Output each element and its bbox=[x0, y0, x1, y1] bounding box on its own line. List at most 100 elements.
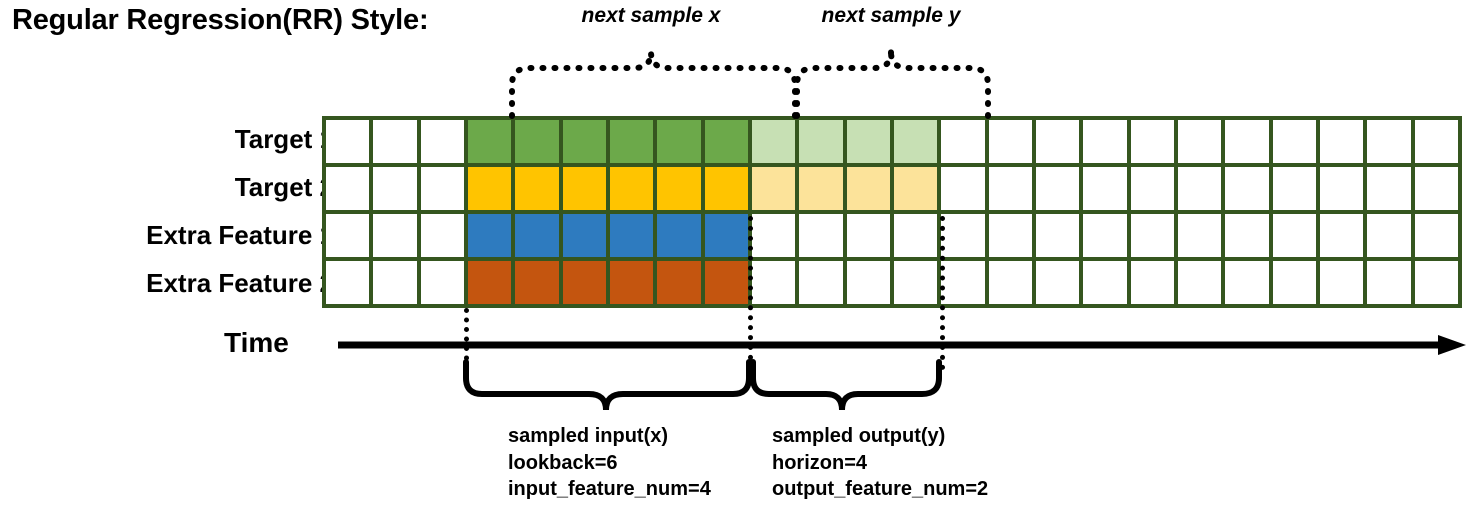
grid-cell-r4-c19 bbox=[1177, 261, 1222, 304]
grid-cell-r1-c23 bbox=[1367, 120, 1411, 163]
grid-cell-r4-c2 bbox=[373, 261, 417, 304]
grid-cell-r3-c7 bbox=[609, 214, 654, 257]
grid-cell-r4-c13 bbox=[893, 261, 938, 304]
grid-cell-r2-c18 bbox=[1130, 167, 1174, 210]
row-label-extra-feature-1: Extra Feature 1 bbox=[146, 220, 334, 250]
grid-cell-r1-c15 bbox=[988, 120, 1032, 163]
grid-cell-r2-c19 bbox=[1177, 167, 1222, 210]
grid-cell-r3-c18 bbox=[1130, 214, 1174, 257]
grid-cell-r2-c20 bbox=[1225, 167, 1269, 210]
grid-cell-r2-c2 bbox=[373, 167, 417, 210]
grid-cell-r4-c7 bbox=[609, 261, 654, 304]
grid-cell-r4-c6 bbox=[562, 261, 606, 304]
grid-cell-r4-c5 bbox=[515, 261, 559, 304]
grid-cell-r1-c1 bbox=[326, 120, 370, 163]
grid-cell-r3-c2 bbox=[373, 214, 417, 257]
grid-cell-r4-c23 bbox=[1367, 261, 1411, 304]
grid-cell-r1-c3 bbox=[420, 120, 464, 163]
grid-cell-r3-c6 bbox=[562, 214, 606, 257]
row-label-target-2: Target 2 bbox=[234, 172, 334, 202]
grid-cell-r2-c17 bbox=[1083, 167, 1127, 210]
grid-cell-r4-c1 bbox=[326, 261, 370, 304]
grid-cell-r4-c12 bbox=[846, 261, 890, 304]
timeline-grid bbox=[322, 116, 1462, 308]
guide-line-input-start bbox=[464, 308, 469, 370]
grid-cell-r3-c12 bbox=[846, 214, 890, 257]
grid-cell-r4-c11 bbox=[799, 261, 843, 304]
grid-cell-r1-c14 bbox=[941, 120, 985, 163]
grid-cell-r2-c12 bbox=[846, 167, 890, 210]
grid-cell-r3-c21 bbox=[1272, 214, 1316, 257]
grid-cell-r3-c16 bbox=[1035, 214, 1080, 257]
note-sampled-output-line-1: sampled output(y) bbox=[772, 425, 946, 447]
grid-cell-r1-c13 bbox=[893, 120, 938, 163]
grid-cell-r2-c3 bbox=[420, 167, 464, 210]
time-axis-arrow bbox=[338, 335, 1466, 355]
grid-cell-r2-c9 bbox=[704, 167, 748, 210]
grid-cell-r4-c10 bbox=[751, 261, 796, 304]
grid-cell-r3-c8 bbox=[657, 214, 701, 257]
guide-line-output-end bbox=[940, 216, 945, 370]
note-sampled-output-line-2: horizon=4 bbox=[772, 451, 868, 474]
grid-cell-r1-c18 bbox=[1130, 120, 1174, 163]
grid-cell-r2-c16 bbox=[1035, 167, 1080, 210]
grid-cell-r3-c24 bbox=[1414, 214, 1458, 257]
grid-cell-r2-c24 bbox=[1414, 167, 1458, 210]
grid-cell-r4-c4 bbox=[467, 261, 512, 304]
top-brace-label-next-sample-x: next sample x bbox=[581, 4, 721, 27]
grid-cell-r3-c11 bbox=[799, 214, 843, 257]
grid-cell-r1-c6 bbox=[562, 120, 606, 163]
top-brace-label-next-sample-y: next sample y bbox=[821, 4, 961, 27]
grid-cell-r1-c20 bbox=[1225, 120, 1269, 163]
grid-cell-r1-c8 bbox=[657, 120, 701, 163]
grid-cell-r2-c23 bbox=[1367, 167, 1411, 210]
grid-cell-r3-c9 bbox=[704, 214, 748, 257]
note-sampled-output-line-3: output_feature_num=2 bbox=[772, 478, 989, 501]
grid-cell-r2-c1 bbox=[326, 167, 370, 210]
grid-cell-r1-c11 bbox=[799, 120, 843, 163]
grid-cell-r1-c7 bbox=[609, 120, 654, 163]
note-sampled-input: sampled input(x) lookback=6 input_featur… bbox=[508, 423, 711, 503]
grid-cell-r4-c15 bbox=[988, 261, 1032, 304]
grid-cell-r1-c19 bbox=[1177, 120, 1222, 163]
grid-cell-r4-c14 bbox=[941, 261, 985, 304]
page-title: Regular Regression(RR) Style: bbox=[12, 4, 429, 36]
note-sampled-input-line-1: sampled input(x) bbox=[508, 425, 669, 447]
grid-cell-r3-c15 bbox=[988, 214, 1032, 257]
grid-cell-r3-c20 bbox=[1225, 214, 1269, 257]
grid-cell-r3-c22 bbox=[1319, 214, 1364, 257]
grid-cell-r3-c17 bbox=[1083, 214, 1127, 257]
grid-cell-r2-c5 bbox=[515, 167, 559, 210]
note-sampled-input-line-2: lookback=6 bbox=[508, 451, 618, 474]
grid-cell-r2-c14 bbox=[941, 167, 985, 210]
grid-cell-r1-c9 bbox=[704, 120, 748, 163]
note-sampled-output: sampled output(y) horizon=4 output_featu… bbox=[772, 423, 988, 503]
grid-cell-r2-c13 bbox=[893, 167, 938, 210]
grid-cell-r1-c5 bbox=[515, 120, 559, 163]
grid-cell-r2-c7 bbox=[609, 167, 654, 210]
grid-cell-r1-c4 bbox=[467, 120, 512, 163]
time-axis-label: Time bbox=[224, 327, 289, 358]
grid-cell-r2-c21 bbox=[1272, 167, 1316, 210]
grid-cell-r1-c21 bbox=[1272, 120, 1316, 163]
grid-cell-r1-c2 bbox=[373, 120, 417, 163]
row-label-extra-feature-2: Extra Feature 2 bbox=[146, 268, 334, 298]
grid-cell-r4-c8 bbox=[657, 261, 701, 304]
grid-cell-r4-c18 bbox=[1130, 261, 1174, 304]
grid-cell-r4-c21 bbox=[1272, 261, 1316, 304]
grid-cell-r4-c16 bbox=[1035, 261, 1080, 304]
grid-cell-r4-c17 bbox=[1083, 261, 1127, 304]
grid-cell-r3-c19 bbox=[1177, 214, 1222, 257]
grid-cell-r1-c22 bbox=[1319, 120, 1364, 163]
grid-cell-r1-c16 bbox=[1035, 120, 1080, 163]
grid-cell-r2-c6 bbox=[562, 167, 606, 210]
grid-cell-r1-c17 bbox=[1083, 120, 1127, 163]
grid-cell-r2-c8 bbox=[657, 167, 701, 210]
grid-cell-r2-c11 bbox=[799, 167, 843, 210]
grid-cell-r2-c10 bbox=[751, 167, 796, 210]
grid-cell-r4-c9 bbox=[704, 261, 748, 304]
grid-cell-r4-c20 bbox=[1225, 261, 1269, 304]
grid-cell-r1-c10 bbox=[751, 120, 796, 163]
grid-cell-r2-c22 bbox=[1319, 167, 1364, 210]
grid-cell-r2-c4 bbox=[467, 167, 512, 210]
